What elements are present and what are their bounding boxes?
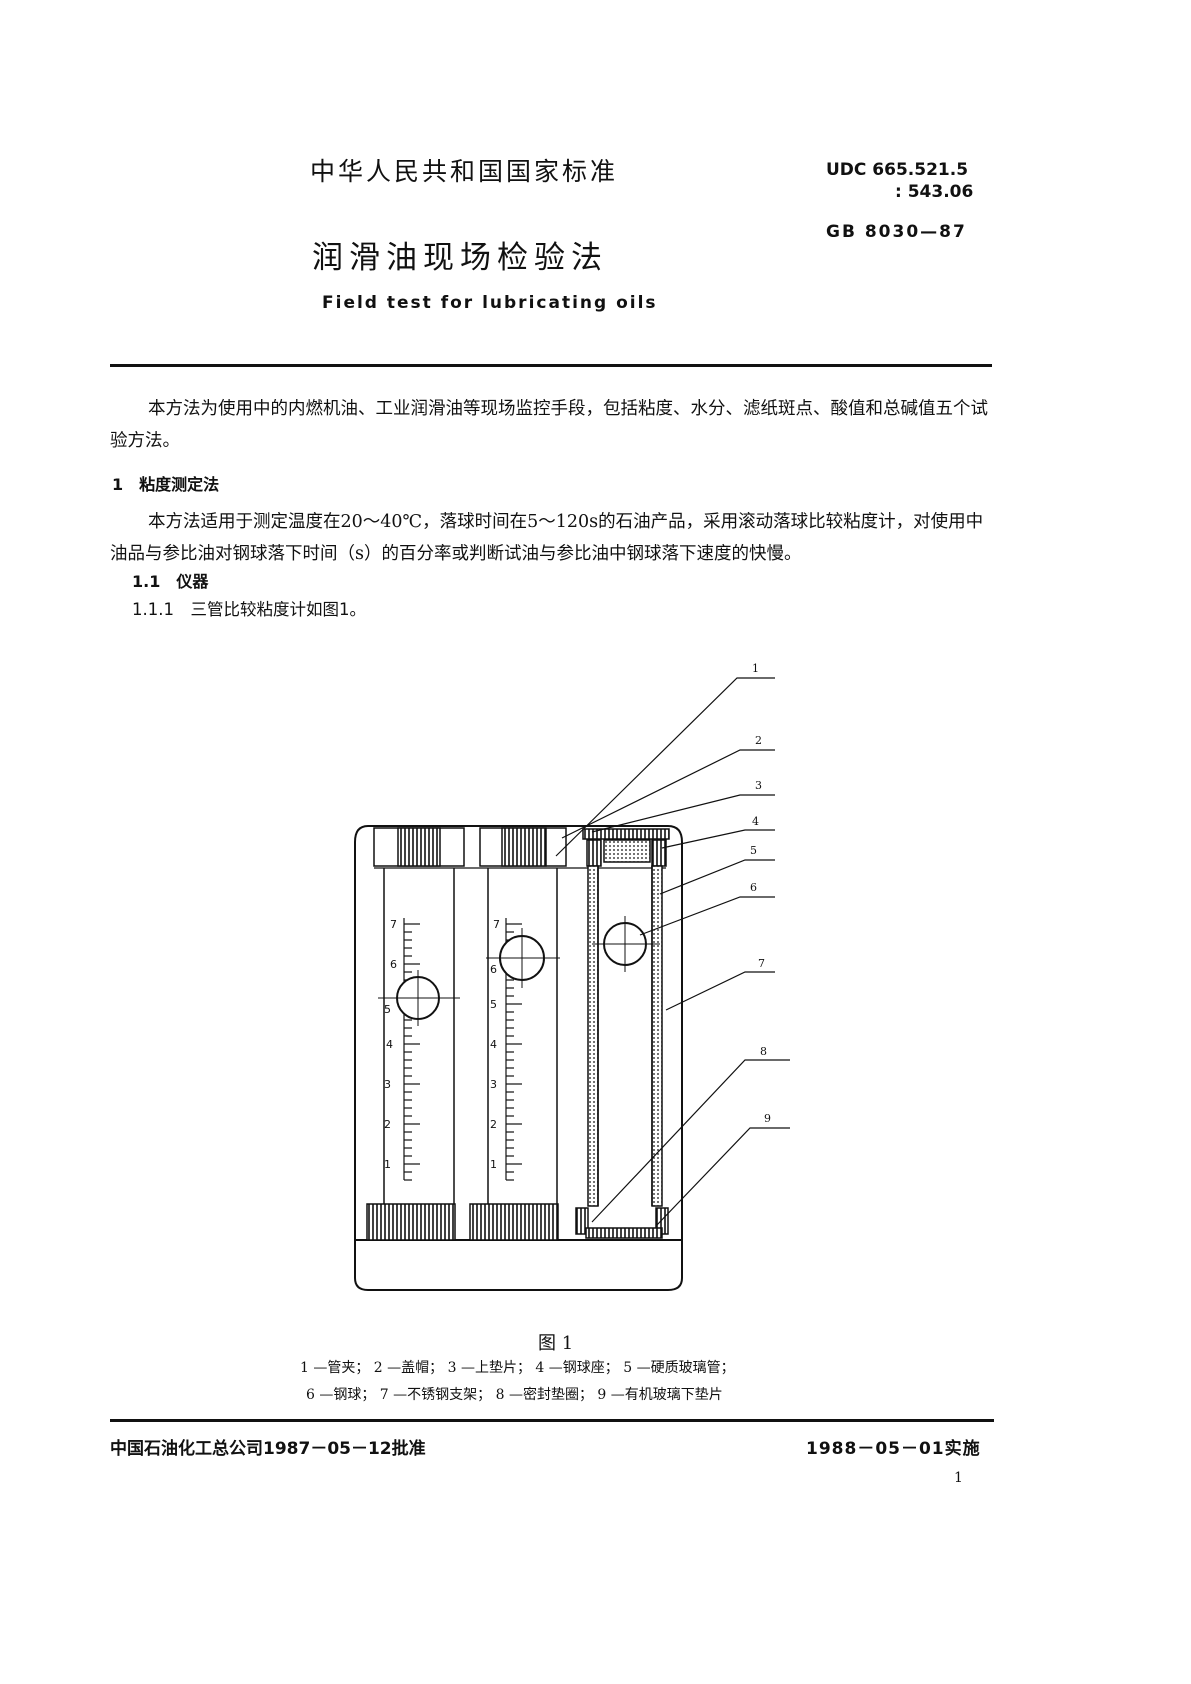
scale-label-mid: 3 bbox=[490, 1078, 497, 1091]
callout-label: 6 bbox=[750, 881, 757, 894]
callout-label: 9 bbox=[764, 1112, 771, 1125]
callout-label: 7 bbox=[758, 957, 765, 970]
udc-number: UDC 665.521.5 bbox=[826, 160, 969, 180]
scale-label-mid: 5 bbox=[490, 998, 497, 1011]
callout-leaders bbox=[555, 677, 790, 1227]
scale-label-mid: 2 bbox=[490, 1118, 497, 1131]
scale-label-left: 1 bbox=[384, 1158, 391, 1171]
steel-balls bbox=[378, 916, 660, 1026]
subsection-item: 1.1.1 三管比较粘度计如图1。 bbox=[132, 600, 366, 619]
effective-date: 1988－05－01实施 bbox=[806, 1439, 981, 1459]
scale-label-mid: 6 bbox=[490, 963, 497, 976]
scale-label-left: 7 bbox=[390, 918, 397, 931]
callout-label: 8 bbox=[760, 1045, 767, 1058]
figure-legend-line-2: 6 —钢球； 7 —不锈钢支架； 8 —密封垫圈； 9 —有机玻璃下垫片 bbox=[306, 1387, 723, 1403]
intro-paragraph: 本方法为使用中的内燃机油、工业润滑油等现场监控手段，包括粘度、水分、滤纸斑点、酸… bbox=[110, 399, 988, 451]
scale-label-left: 4 bbox=[386, 1038, 393, 1051]
scale-label-mid: 4 bbox=[490, 1038, 497, 1051]
section-paragraph: 本方法适用于测定温度在20～40℃，落球时间在5～120s的石油产品，采用滚动落… bbox=[110, 512, 984, 564]
national-standard-heading: 中华人民共和国国家标准 bbox=[310, 157, 619, 186]
approval-statement: 中国石油化工总公司1987－05－12批准 bbox=[110, 1439, 426, 1459]
figure-legend-line-1: 1 —管夹； 2 —盖帽； 3 —上垫片； 4 —钢球座； 5 —硬质玻璃管； bbox=[300, 1360, 735, 1376]
section-heading: 1 粘度测定法 bbox=[112, 475, 220, 494]
callout-label: 1 bbox=[752, 662, 759, 675]
scale-label-left: 2 bbox=[384, 1118, 391, 1131]
callout-label: 4 bbox=[752, 815, 759, 828]
document-title-cn: 润滑油现场检验法 bbox=[312, 240, 608, 276]
tube-clamps bbox=[373, 827, 670, 867]
scale-label-mid: 7 bbox=[493, 918, 500, 931]
scale-label-left: 6 bbox=[390, 958, 397, 971]
callout-label: 3 bbox=[755, 779, 762, 792]
callout-labels: 1 2 3 4 5 6 7 8 9 bbox=[750, 662, 771, 1125]
header-divider bbox=[110, 364, 992, 367]
scale-label-left: 5 bbox=[384, 1003, 391, 1016]
scale-label-left: 3 bbox=[384, 1078, 391, 1091]
scale-label-mid: 1 bbox=[490, 1158, 497, 1171]
figure-caption: 图 1 bbox=[538, 1333, 574, 1354]
viscometer-diagram: 7 6 5 4 3 2 1 7 6 5 4 3 2 1 1 bbox=[354, 662, 790, 1291]
scale-labels: 7 6 5 4 3 2 1 7 6 5 4 3 2 1 bbox=[384, 918, 500, 1171]
document-title-en: Field test for lubricating oils bbox=[322, 293, 658, 313]
standard-number: GB 8030—87 bbox=[826, 222, 967, 242]
tube-bottom-plugs bbox=[366, 1203, 669, 1241]
callout-label: 2 bbox=[755, 734, 762, 747]
udc-number-cont: : 543.06 bbox=[895, 182, 974, 202]
callout-label: 5 bbox=[750, 844, 757, 857]
glass-tubes bbox=[383, 865, 663, 1207]
subsection-heading: 1.1 仪器 bbox=[132, 572, 209, 591]
footer-divider bbox=[110, 1419, 994, 1422]
page-number: 1 bbox=[954, 1470, 963, 1486]
